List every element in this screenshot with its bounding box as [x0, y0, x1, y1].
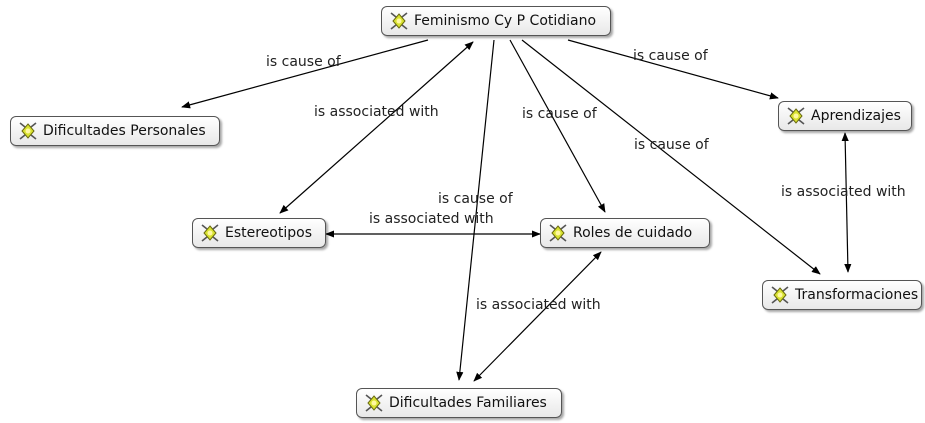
- link-label-fem-estereo: is associated with: [314, 104, 439, 120]
- concept-node-icon: [365, 394, 383, 412]
- concept-transformaciones[interactable]: Transformaciones: [762, 280, 922, 310]
- link-fem-diffam: [456, 39, 495, 381]
- link-label-fem-aprend: is cause of: [633, 48, 708, 64]
- concept-node-icon: [390, 12, 408, 30]
- concept-dificultades-familiares[interactable]: Dificultades Familiares: [356, 388, 562, 418]
- concept-node-icon: [19, 122, 37, 140]
- concept-estereotipos[interactable]: Estereotipos: [192, 218, 326, 248]
- concept-label: Roles de cuidado: [573, 225, 693, 241]
- link-fem-difpers: [181, 39, 429, 109]
- concept-label: Dificultades Personales: [43, 123, 206, 139]
- link-label-fem-roles: is cause of: [522, 106, 597, 122]
- concept-label: Feminismo Cy P Cotidiano: [414, 13, 597, 29]
- link-fem-aprend: [567, 39, 779, 100]
- concept-label: Estereotipos: [225, 225, 312, 241]
- concept-node-icon: [549, 224, 567, 242]
- link-roles-diffam: [473, 251, 602, 382]
- concept-node-icon: [771, 286, 789, 304]
- link-aprend-transf: [841, 132, 852, 273]
- link-label-fem-transf: is cause of: [634, 137, 709, 153]
- concept-aprendizajes[interactable]: Aprendizajes: [778, 101, 912, 131]
- concept-node-icon: [787, 107, 805, 125]
- concept-label: Aprendizajes: [811, 108, 901, 124]
- link-label-roles-diffam: is associated with: [476, 297, 601, 313]
- concept-feminismo[interactable]: Feminismo Cy P Cotidiano: [381, 6, 611, 36]
- concept-dificultades-personales[interactable]: Dificultades Personales: [10, 116, 220, 146]
- concept-label: Transformaciones: [795, 287, 919, 303]
- concept-label: Dificultades Familiares: [389, 395, 547, 411]
- link-label-fem-difpers: is cause of: [266, 54, 341, 70]
- concept-roles-de-cuidado[interactable]: Roles de cuidado: [540, 218, 710, 248]
- link-fem-roles: [509, 39, 606, 213]
- link-label-fem-diffam: is cause of: [438, 191, 513, 207]
- link-label-estereo-roles: is associated with: [369, 211, 494, 227]
- link-label-aprend-transf: is associated with: [781, 184, 906, 200]
- link-fem-transf: [521, 39, 821, 275]
- link-fem-estereo: [279, 41, 474, 214]
- concept-node-icon: [201, 224, 219, 242]
